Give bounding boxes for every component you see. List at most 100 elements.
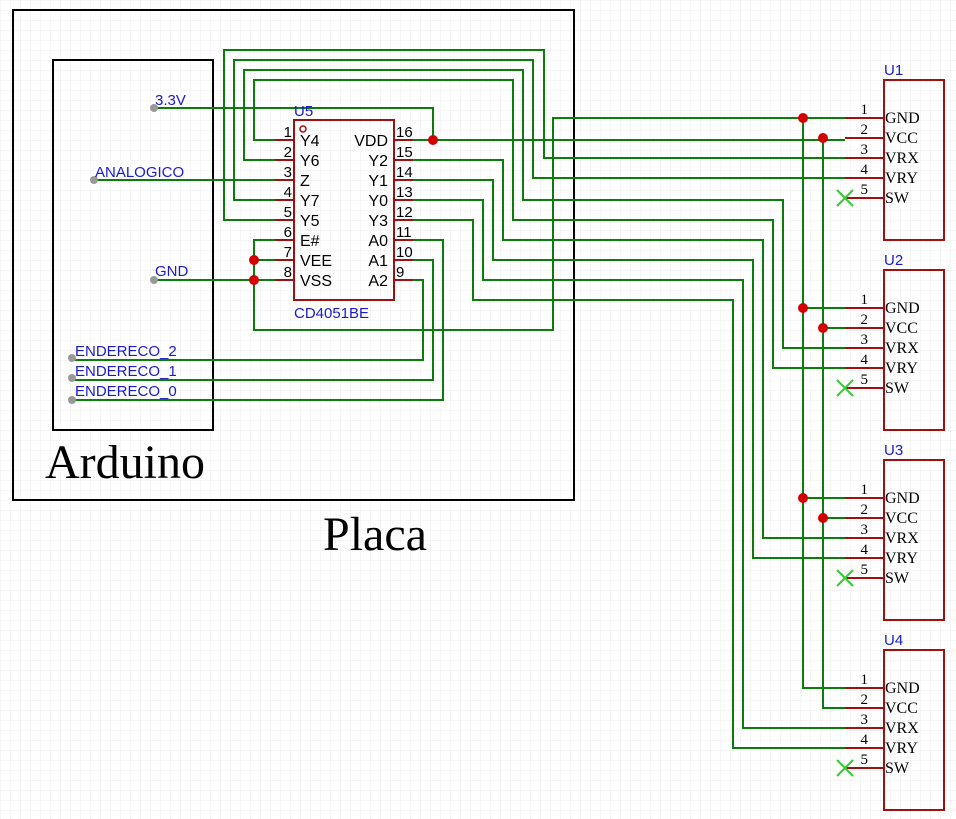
junction-dot — [798, 113, 808, 123]
wire-y4-u2-vry[interactable] — [253, 79, 845, 369]
pin-name: VEE — [300, 253, 332, 270]
joystick-designator: U2 — [884, 252, 903, 269]
pin-number: 12 — [396, 204, 413, 221]
pin-number: 3 — [861, 142, 869, 158]
pin-name: GND — [885, 680, 920, 697]
pin-name: SW — [885, 760, 910, 777]
wire-y2-u3-vrx[interactable] — [413, 159, 845, 539]
pin-number: 2 — [861, 692, 869, 708]
pin-name: Y6 — [300, 153, 320, 170]
pin-name: SW — [885, 190, 910, 207]
mux-designator: U5 — [294, 103, 313, 120]
board-title: Placa — [323, 508, 427, 561]
no-connect-icon — [836, 759, 854, 777]
pin-number: 7 — [284, 244, 292, 261]
pin-number: 14 — [396, 164, 413, 181]
pin-name: VRY — [885, 550, 918, 567]
wire-y1-u3-vry[interactable] — [413, 179, 845, 559]
pin-number: 11 — [396, 224, 412, 241]
pin-name: VCC — [885, 510, 918, 527]
joystick-designator: U3 — [884, 442, 903, 459]
pin-number: 5 — [861, 562, 869, 578]
pin-number: 3 — [861, 522, 869, 538]
pin-number: 8 — [284, 264, 292, 281]
pin-name: GND — [885, 490, 920, 507]
pin-name: SW — [885, 380, 910, 397]
junction-dot — [798, 303, 808, 313]
joystick-designator: U1 — [884, 62, 903, 79]
pin-number: 1 — [861, 672, 869, 688]
pin-number: 5 — [861, 752, 869, 768]
pin-number: 15 — [396, 144, 413, 161]
pin-name: VRX — [885, 720, 919, 737]
net-port-dot[interactable] — [150, 276, 158, 284]
pin-name: A2 — [368, 273, 388, 290]
pin-number: 4 — [861, 732, 869, 748]
no-connect-icon — [836, 189, 854, 207]
arduino-title: Arduino — [45, 436, 205, 489]
pin-number: 5 — [861, 372, 869, 388]
pin-number: 3 — [284, 164, 292, 181]
pin-number: 1 — [861, 102, 869, 118]
wire-y0-u4-vrx[interactable] — [413, 199, 845, 729]
pin-number: 3 — [861, 332, 869, 348]
junction-dot — [249, 275, 259, 285]
pin-number: 10 — [396, 244, 413, 261]
wire-a0[interactable] — [72, 239, 444, 401]
net-port-dot[interactable] — [90, 176, 98, 184]
joystick-body[interactable] — [883, 459, 945, 621]
junction-dot — [249, 255, 259, 265]
net-label: ANALOGICO — [95, 164, 184, 181]
pin-number: 5 — [284, 204, 292, 221]
wire-y7-u1-vry[interactable] — [233, 59, 845, 201]
net-port-dot[interactable] — [68, 354, 76, 362]
wire-y3-u4-vry[interactable] — [413, 219, 845, 749]
net-label: 3.3V — [155, 92, 186, 109]
pin-name: VCC — [885, 700, 918, 717]
wire-a1[interactable] — [72, 259, 434, 381]
joystick-body[interactable] — [883, 649, 945, 811]
junction-dot — [798, 493, 808, 503]
joystick-body[interactable] — [883, 79, 945, 241]
net-port-dot[interactable] — [68, 396, 76, 404]
pin-name: VRX — [885, 340, 919, 357]
net-port-dot[interactable] — [68, 374, 76, 382]
joystick-body[interactable] — [883, 269, 945, 431]
wire-y5-u1-vrx[interactable] — [223, 49, 845, 221]
pin-name: VRX — [885, 530, 919, 547]
pin-name: VRY — [885, 740, 918, 757]
wire-y6-u2-vrx[interactable] — [243, 69, 845, 349]
pin-number: 4 — [861, 352, 869, 368]
wire-a2[interactable] — [72, 279, 424, 361]
mux-part-number: CD4051BE — [294, 305, 369, 322]
junction-dot — [818, 513, 828, 523]
pin-name: Y7 — [300, 193, 320, 210]
pin-name: A1 — [368, 253, 388, 270]
pin-number: 9 — [396, 264, 404, 281]
no-connect-icon — [836, 379, 854, 397]
pin-number: 1 — [284, 124, 292, 141]
pin-name: VDD — [354, 133, 388, 150]
pin-name: A0 — [368, 233, 388, 250]
net-port-dot[interactable] — [150, 104, 158, 112]
pin-name: VRY — [885, 360, 918, 377]
pin-number: 2 — [861, 122, 869, 138]
pin-number: 1 — [861, 482, 869, 498]
wire-enable-gnd[interactable] — [253, 117, 845, 331]
pin-number: 2 — [861, 312, 869, 328]
junction-dot — [428, 135, 438, 145]
pin-name: VRX — [885, 150, 919, 167]
junction-dot — [818, 133, 828, 143]
pin-number: 13 — [396, 184, 413, 201]
mux-body[interactable] — [293, 119, 395, 301]
pin1-marker — [299, 125, 307, 133]
pin-name: VRY — [885, 170, 918, 187]
pin-name: VCC — [885, 320, 918, 337]
wire-3v3[interactable] — [154, 107, 434, 140]
pin-number: 16 — [396, 124, 413, 141]
